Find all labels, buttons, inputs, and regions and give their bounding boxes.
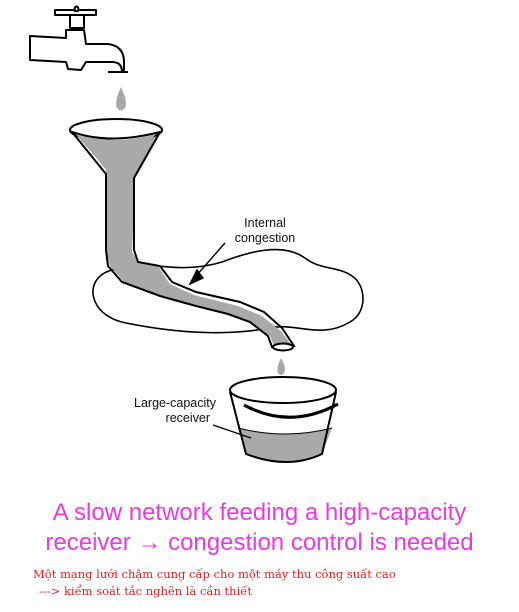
caption-line2: receiver → congestion control is needed (45, 529, 474, 556)
label-receiver: Large-capacity receiver (106, 396, 216, 426)
label-internal-line2: congestion (234, 231, 296, 245)
water-drop-bottom (277, 358, 285, 375)
vietnamese-note: Một mạng lưới chậm cung cấp cho một máy … (33, 566, 396, 600)
water-drop-top (116, 87, 126, 111)
pipe-water (72, 128, 292, 346)
network-cloud (92, 248, 364, 334)
faucet-icon (29, 5, 128, 73)
congestion-diagram (29, 5, 364, 463)
note-line2: ---> kiểm soát tắc nghẽn là cần thiết (39, 584, 252, 598)
congestion-arrow (188, 242, 226, 286)
label-receiver-line2: receiver (165, 411, 210, 425)
label-internal-line1: Internal (244, 216, 286, 230)
funnel (69, 118, 296, 352)
caption: A slow network feeding a high-capacity r… (0, 498, 519, 558)
label-receiver-line1: Large-capacity (134, 396, 216, 410)
caption-line1: A slow network feeding a high-capacity (52, 499, 467, 526)
note-line1: Một mạng lưới chậm cung cấp cho một máy … (33, 567, 396, 581)
label-internal-congestion: Internal congestion (222, 216, 308, 246)
receiver-pointer (212, 424, 252, 439)
bucket (229, 376, 339, 463)
